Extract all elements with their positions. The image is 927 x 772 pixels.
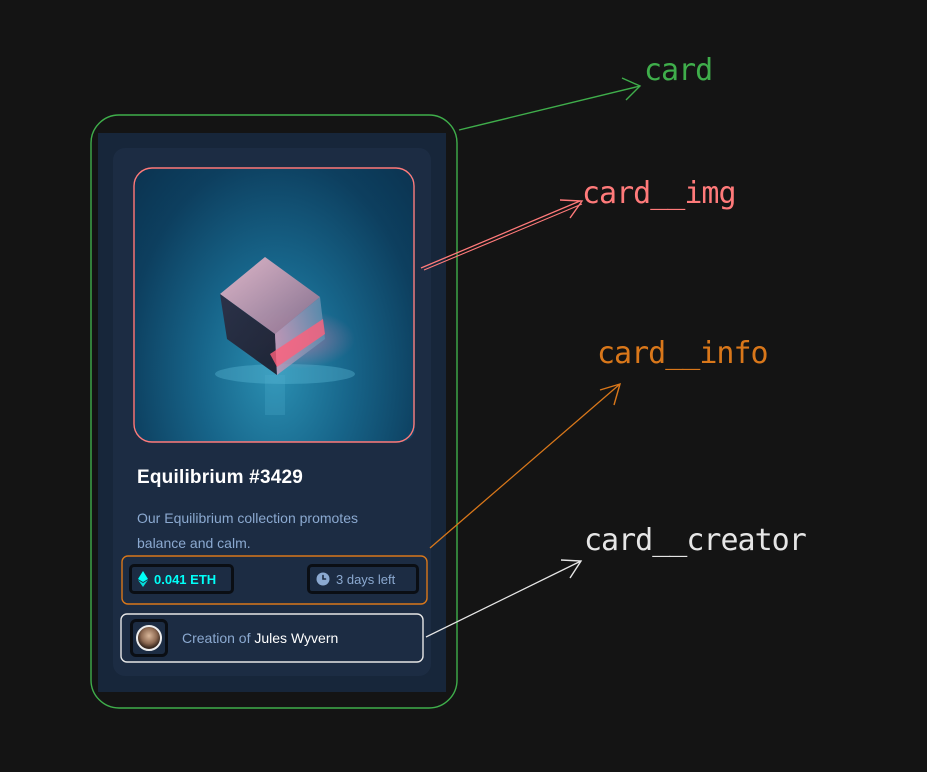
avatar-image xyxy=(136,625,162,651)
price-value: 0.041 ETH xyxy=(154,571,217,587)
avatar xyxy=(130,619,168,657)
time-left-badge: 3 days left xyxy=(307,564,419,594)
card-info-arrow xyxy=(429,383,621,549)
card-creator-arrowhead xyxy=(560,559,583,579)
clock-icon xyxy=(316,572,330,586)
card-img-arrow-second xyxy=(423,203,583,271)
card-arrow xyxy=(458,85,641,131)
creator-prefix: Creation of xyxy=(182,630,251,646)
card-title[interactable]: Equilibrium #3429 xyxy=(137,467,304,488)
card-outline xyxy=(90,114,458,709)
card-img-arrowhead xyxy=(559,199,584,219)
card-info-outline xyxy=(121,555,428,605)
card-description: Our Equilibrium collection promotes bala… xyxy=(137,510,358,551)
annotation-card-img: card__img xyxy=(582,176,737,211)
card-img-outline xyxy=(133,167,415,443)
price-badge: 0.041 ETH xyxy=(129,564,234,594)
annotation-card-info: card__info xyxy=(597,336,769,371)
card-img-arrow xyxy=(420,200,581,269)
card-image xyxy=(135,169,415,442)
cube-illustration xyxy=(215,257,355,415)
creator-text: Creation of Jules Wyvern xyxy=(182,630,338,646)
card-creator: Creation of Jules Wyvern xyxy=(128,615,424,661)
time-left-value: 3 days left xyxy=(336,571,396,587)
card-creator-outline xyxy=(120,613,424,663)
card-arrowhead xyxy=(621,77,642,101)
creator-name[interactable]: Jules Wyvern xyxy=(254,630,339,646)
annotation-card: card xyxy=(644,53,713,88)
annotation-card-creator: card__creator xyxy=(584,523,807,558)
card-info-arrowhead xyxy=(599,382,622,406)
card-creator-arrow xyxy=(425,560,582,638)
ethereum-icon xyxy=(138,571,148,587)
